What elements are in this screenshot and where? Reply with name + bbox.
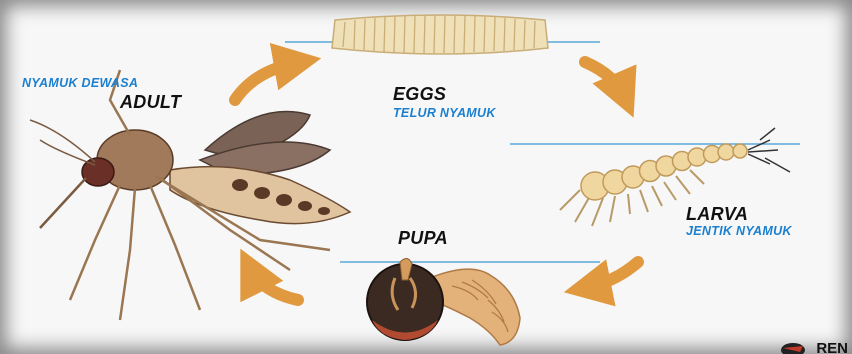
curved-arrow-icon <box>235 62 300 100</box>
larva-label-id: JENTIK NYAMUK <box>686 224 792 238</box>
curved-arrow-icon <box>585 62 625 98</box>
curved-arrow-icon <box>250 268 298 300</box>
adult-mosquito-illustration <box>30 70 350 320</box>
adult-label: ADULT <box>120 92 181 113</box>
eggs-label: EGGS <box>393 84 446 105</box>
adult-label-id: NYAMUK DEWASA <box>22 76 138 90</box>
pupa-label: PUPA <box>398 228 448 249</box>
eggs-label-id: TELUR NYAMUK <box>393 106 496 120</box>
pupa-illustration <box>367 258 520 345</box>
logo-icon <box>781 343 805 354</box>
curved-arrow-icon <box>585 262 638 288</box>
larva-illustration <box>560 128 790 226</box>
eggs-illustration <box>332 15 548 54</box>
larva-label: LARVA <box>686 204 748 225</box>
logo-text: REN <box>816 340 848 354</box>
